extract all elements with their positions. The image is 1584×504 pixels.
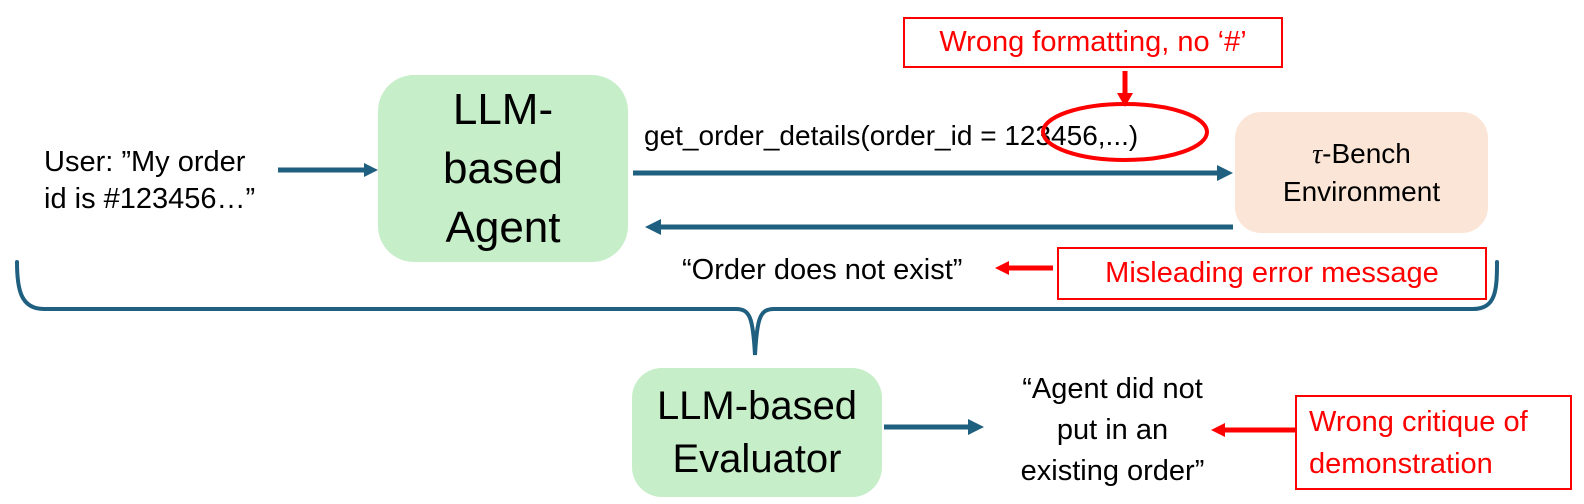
tau-bench-env-box: τ-Bench Environment	[1235, 112, 1488, 233]
user-to-agent-arrow	[278, 163, 378, 177]
env-to-agent-arrow	[645, 219, 1233, 235]
env-box-line1: τ-Bench	[1312, 138, 1411, 170]
curly-brace	[15, 260, 1499, 356]
agent-to-env-arrow	[633, 165, 1233, 181]
tau-symbol: τ	[1312, 139, 1323, 170]
wrong-critique-label: Wrong critique of demonstration	[1309, 405, 1528, 480]
highlight-ellipse	[1041, 102, 1209, 162]
critique-arrow	[1211, 423, 1295, 437]
callout-down-arrow	[1117, 71, 1133, 107]
wrong-formatting-label: Wrong formatting, no ‘#’	[939, 26, 1247, 58]
evaluator-to-output-arrow	[884, 419, 984, 435]
misleading-arrow	[995, 261, 1053, 275]
llm-agent-box: LLM- based Agent	[378, 75, 628, 262]
evaluator-output-text: “Agent did not put in an existing order”	[1020, 373, 1205, 487]
env-response-text: “Order does not exist”	[682, 254, 963, 286]
env-box-label: τ-Bench Environment	[1283, 135, 1440, 210]
evaluator-box-label: LLM-based Evaluator	[656, 383, 858, 481]
wrong-critique-callout: Wrong critique of demonstration	[1295, 395, 1572, 490]
misleading-error-callout: Misleading error message	[1057, 247, 1487, 300]
misleading-error-label: Misleading error message	[1105, 257, 1439, 289]
user-message-text: User: ”My order id is #123456…”	[44, 146, 256, 215]
llm-evaluator-box: LLM-based Evaluator	[632, 368, 882, 497]
agent-box-label: LLM- based Agent	[443, 85, 563, 252]
wrong-formatting-callout: Wrong formatting, no ‘#’	[903, 17, 1283, 68]
env-box-line2: Environment	[1282, 176, 1441, 207]
